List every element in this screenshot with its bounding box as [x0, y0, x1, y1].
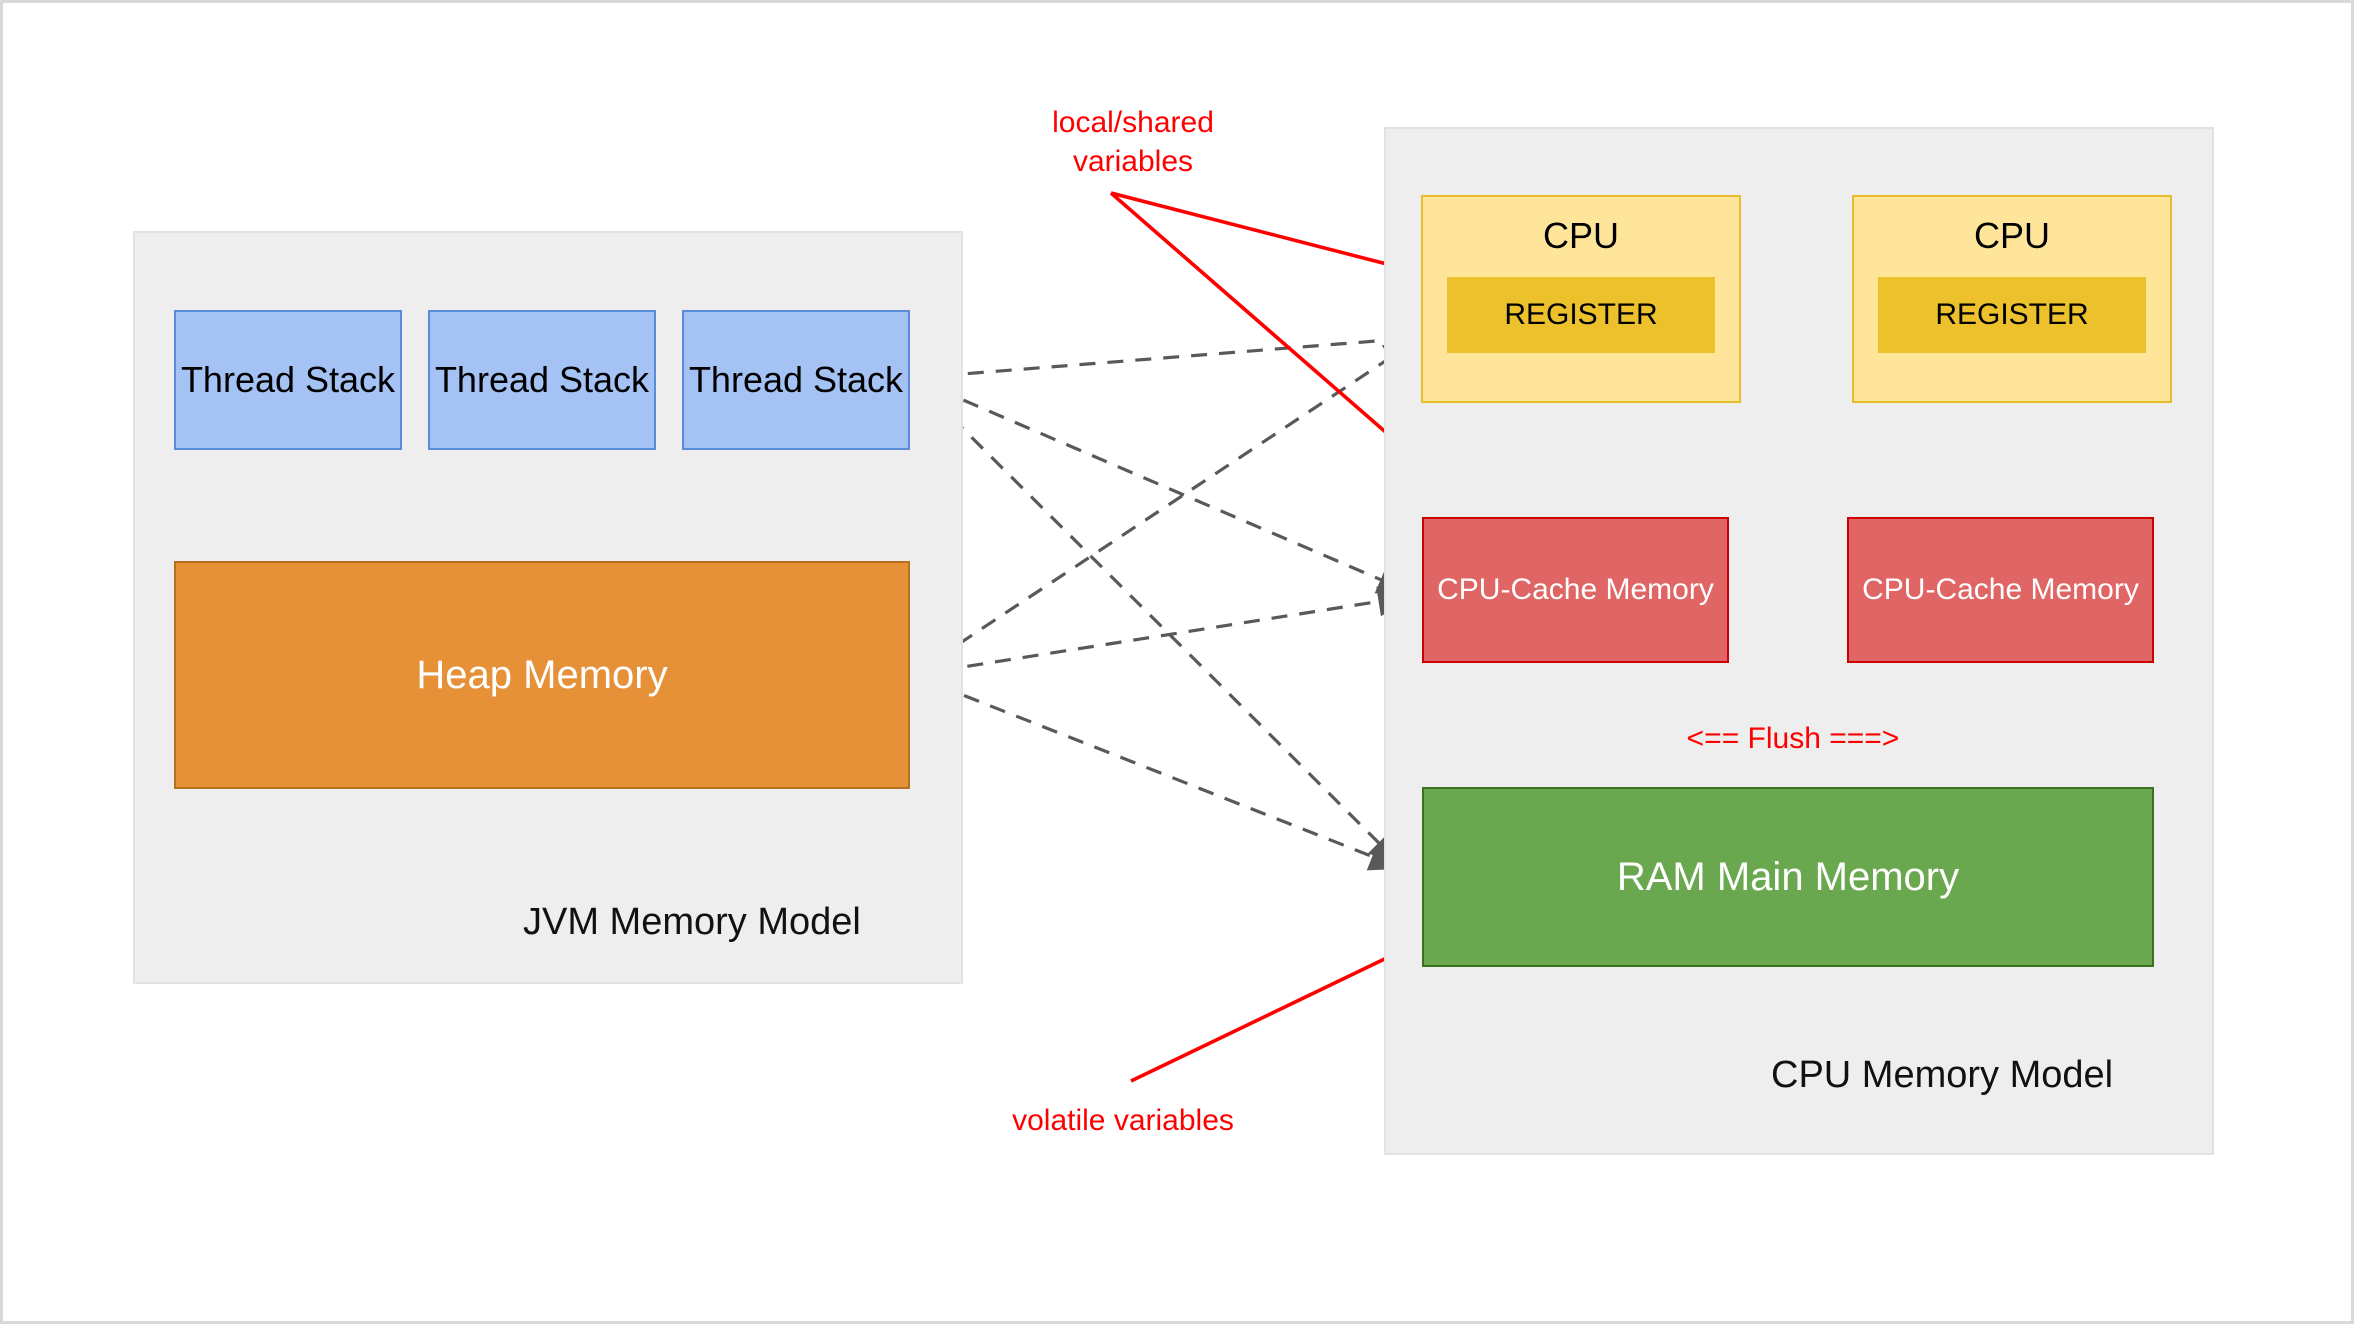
dashed-connector-group [910, 325, 1419, 871]
cpu-memory-model-title: CPU Memory Model [1771, 1054, 2114, 1096]
heap-memory-box[interactable]: Heap Memory [174, 561, 910, 789]
annotation-volatile-variables: volatile variables [1012, 1104, 1234, 1137]
connector-thread-to-cache [911, 376, 1412, 594]
cpu-cache-memory-box-2[interactable]: CPU-Cache Memory [1847, 517, 2154, 663]
cpu-box-2[interactable]: CPU REGISTER [1852, 195, 2172, 403]
jvm-memory-model-title: JVM Memory Model [523, 901, 861, 943]
register-box-2[interactable]: REGISTER [1878, 277, 2146, 353]
annotation-flush: <== Flush ===> [1686, 722, 1900, 755]
thread-stack-box-1[interactable]: Thread Stack [174, 310, 402, 450]
connector-heap-to-ram [911, 673, 1404, 871]
connector-heap-to-register [911, 339, 1418, 677]
cpu-label-2: CPU [1973, 215, 2050, 256]
thread-stack-box-3[interactable]: Thread Stack [682, 310, 910, 450]
ram-main-memory-box[interactable]: RAM Main Memory [1422, 787, 2154, 967]
thread-stack-box-2[interactable]: Thread Stack [428, 310, 656, 450]
annotation-local-shared-variables: local/shared variables [1052, 106, 1214, 178]
cpu-cache-memory-box-1[interactable]: CPU-Cache Memory [1422, 517, 1729, 663]
connector-heap-to-cache [911, 586, 1412, 677]
connector-thread-to-register [911, 325, 1419, 380]
connector-thread-to-ram [910, 376, 1403, 867]
cpu-label-1: CPU [1542, 215, 1619, 256]
register-box-1[interactable]: REGISTER [1447, 277, 1715, 353]
cpu-box-1[interactable]: CPU REGISTER [1421, 195, 1741, 403]
